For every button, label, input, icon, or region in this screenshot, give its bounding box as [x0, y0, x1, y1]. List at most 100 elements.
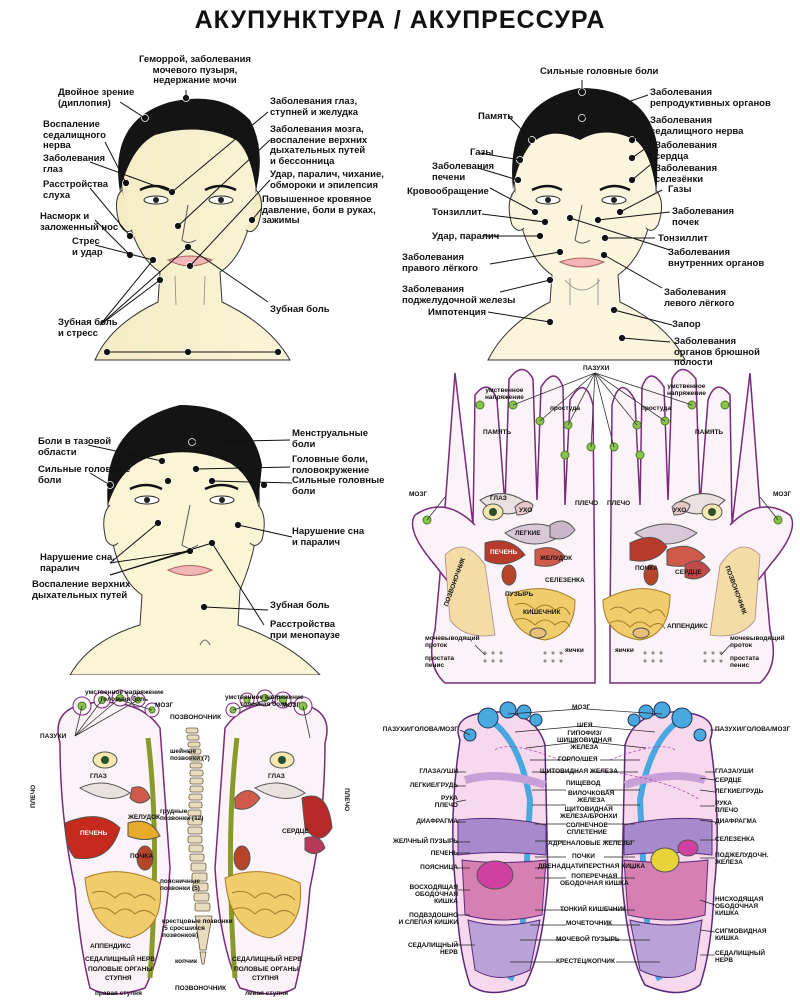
label-shoulder-foot-right: ПЛЕЧО: [343, 788, 350, 812]
label-intestine: КИШЕЧНИК: [523, 609, 561, 616]
label-mental-strain-right: умственное напряжение: [667, 383, 706, 397]
feet-reflex-panel: МОЗГ ШЕЯ ГИПОФИЗ/ ШИШКОВИДНАЯ ЖЕЛЕЗА ГОР…: [370, 700, 800, 1000]
label-cold-right: простуда: [641, 405, 671, 412]
label-gases-left: Газы: [470, 147, 494, 158]
label-mental-headache-right: умственное напряжение головная боль: [225, 694, 304, 708]
label-rhinitis: Насморк и заложенный нос: [40, 211, 119, 233]
label-shoulder-foot-left: ПЛЕЧО: [30, 784, 37, 808]
hands-illustration: [411, 368, 794, 684]
label-upper-resp: Воспаление верхних дыхательных путей: [32, 579, 131, 601]
label-hemorrhoid: Геморрой, заболевания мочевого пузыря, н…: [139, 54, 251, 86]
label-thymus: ВИЛОЧКОВАЯ ЖЕЛЕЗА: [568, 790, 615, 804]
label-ureter: МОЧЕТОЧНИК: [566, 920, 613, 927]
label-spine-top: ПОЗВОНОЧНИК: [170, 714, 222, 721]
label-liver: ПЕЧЕНЬ: [490, 549, 518, 556]
label-sciatic-foot-right: СЕДАЛИЩНЫЙ НЕРВ: [232, 956, 302, 963]
label-sleep-left: Нарушение сна, паралич: [40, 552, 115, 574]
label-lungs: ЛЕГКИЕ: [515, 530, 541, 537]
label-transverse-colon: ПОПЕРЕЧНАЯ ОБОДОЧНАЯ КИШКА: [560, 873, 629, 887]
label-esophagus: ПИЩЕВОД: [566, 780, 601, 787]
label-toothache: Зубная боль: [270, 600, 330, 611]
label-small-intestine: ТОНКИЙ КИШЕЧНИК: [560, 906, 627, 913]
label-stomach: ЖЕЛУДОК: [540, 555, 573, 562]
label-eye-ear-right: ГЛАЗА/УШИ: [715, 768, 754, 775]
label-descending-colon: НИСХОДЯЩАЯ ОБОДОЧНАЯ КИШКА: [715, 896, 764, 917]
label-prostate-left: простата пенис: [425, 655, 454, 669]
label-impotence: Импотенция: [428, 307, 487, 318]
label-sciatic-left: СЕДАЛИЩНЫЙ НЕРВ: [407, 942, 458, 956]
label-liver: Заболевания печени: [432, 161, 494, 183]
label-solar-plexus: СОЛНЕЧНОЕ СПЛЕТЕНИЕ: [566, 822, 608, 836]
face-front-illustration-2: [477, 80, 686, 361]
label-bladder: ПУЗЫРЬ: [505, 591, 534, 598]
label-tonsillitis-left: Тонзиллит: [432, 207, 482, 218]
label-appendix-foot: АППЕНДИКС: [90, 943, 131, 950]
label-spleen: Заболевания селезёнки: [655, 163, 717, 185]
label-eye-foot-right: ГЛАЗ: [268, 773, 285, 780]
label-sinus-left: ПАЗУХИ/ГОЛОВА/МОЗГ: [382, 726, 458, 733]
label-urinary-left: мочевыводящий проток: [425, 635, 480, 649]
label-ileocecal: ПОДВЗДОШНО И СЛЕПАЯ КИШКИ: [398, 912, 458, 926]
label-lungs-right: ЛЕГКИЕ/ГРУДЬ: [715, 788, 764, 795]
label-tonsillitis-right: Тонзиллит: [658, 233, 708, 244]
label-sciatic-right: СЕДАЛИЩНЫЙ НЕРВ: [715, 950, 766, 964]
label-kidney: ПОЧКА: [635, 565, 658, 572]
page-title: АКУПУНКТУРА / АКУПРЕССУРА: [194, 6, 606, 34]
label-sinuses: ПАЗУХИ: [583, 365, 610, 372]
label-kidneys: Заболевания почек: [672, 206, 734, 228]
label-eye-disease: Заболевания глаз: [43, 153, 105, 175]
label-pressure: Повышенное кровяное давление, боли в рук…: [262, 194, 376, 226]
label-headache-right: Сильные головные боли: [292, 475, 385, 497]
label-pancreas: Заболевания поджелудочной железы: [402, 284, 516, 306]
label-left-lung: Заболевания левого лёгкого: [664, 287, 735, 309]
label-stroke: Удар, паралич, чихание, обмороки и эпиле…: [270, 169, 384, 191]
label-cold-left: простуда: [550, 405, 580, 412]
label-sacrum: КРЕСТЕЦ/КОПЧИК: [556, 958, 615, 965]
label-pituitary: ГИПОФИЗ/ ШИШКОВИДНАЯ ЖЕЛЕЗА: [557, 730, 612, 751]
label-menopause: Расстройства при менопаузе: [270, 619, 340, 641]
label-shoulder-left: ПЛЕЧО: [575, 500, 599, 507]
label-testicles-left: яички: [565, 647, 584, 654]
label-eye: ГЛАЗ: [490, 495, 507, 502]
label-brain: Заболевания мозга, воспаление верхних ды…: [270, 124, 368, 167]
label-brain-foot-right: МОЗГ: [282, 702, 301, 709]
label-gallbladder: ЖЕЛЧНЫЙ ПУЗЫРЬ: [392, 838, 458, 845]
label-sciatic-foot-left: СЕДАЛИЩНЫЙ НЕРВ: [85, 956, 155, 963]
label-lumbar: ПОЯСНИЦА: [420, 864, 458, 871]
face-front-panel: Геморрой, заболевания мочевого пузыря, н…: [0, 40, 400, 370]
label-menstrual: Менструальные боли: [292, 428, 368, 450]
label-neck-center: ШЕЯ: [577, 722, 593, 729]
label-reproductive: Заболевания репродуктивных органов: [650, 87, 771, 109]
label-sleep-right: Нарушение сна и паралич: [292, 526, 365, 548]
label-bladder-center: МОЧЕВОЙ ПУЗЫРЬ: [556, 936, 620, 943]
feet-reflex-illustration: [452, 701, 720, 994]
label-spleen-reflex: СЕЛЕЗЕНКА: [715, 836, 755, 843]
label-arm-left: РУКА ПЛЕЧО: [434, 795, 458, 809]
label-coccyx: копчик: [175, 958, 198, 965]
label-duodenum: ДВЕНАДЦАТИПЕРСТНАЯ КИШКА: [538, 863, 646, 870]
face-front-panel-2: Сильные головные боли Память Газы Заболе…: [400, 40, 800, 370]
face-front-panel-3: Боли в тазовой области Сильные головные …: [0, 385, 400, 675]
label-testicles-right: яички: [615, 647, 634, 654]
label-genitals-left: ПОЛОВЫЕ ОРГАНЫ: [88, 966, 153, 973]
label-dizziness: Головные боли, головокружение: [292, 454, 370, 476]
label-pelvic: Боли в тазовой области: [38, 436, 112, 458]
label-right-foot: правая ступня: [95, 990, 142, 997]
label-lumbar-vertebrae: поясничные позвонки (5): [160, 878, 201, 892]
face-front-illustration: [89, 90, 291, 361]
feet-spine-panel: умственное напряжение головная боль МОЗГ…: [20, 688, 365, 1000]
label-heart-reflex: СЕРДЦЕ: [715, 777, 742, 784]
label-prostate-right: простата пенис: [730, 655, 759, 669]
label-eye-ear-left: ГЛАЗА/УШИ: [419, 768, 458, 775]
label-ascending-colon: ВОСХОДЯЩАЯ ОБОДОЧНАЯ КИШКА: [409, 884, 458, 905]
label-eyes-feet-stomach: Заболевания глаз, ступней и желудка: [270, 96, 359, 118]
label-neck-vertebrae: шейные позвонки (7): [170, 748, 210, 762]
label-hearing: Расстройства слуха: [43, 179, 109, 201]
label-stress: Стрес и удар: [72, 236, 103, 258]
label-stomach-foot: ЖЕЛУДОК: [128, 814, 161, 821]
label-pancreas-reflex: ПОДЖЕЛУДОЧН. ЖЕЛЕЗА: [715, 852, 769, 866]
label-spine-bottom: ПОЗВОНОЧНИК: [175, 985, 227, 992]
label-circulation: Кровообращение: [407, 186, 489, 197]
label-throat: ГОРЛО/ШЕЯ: [558, 756, 598, 763]
